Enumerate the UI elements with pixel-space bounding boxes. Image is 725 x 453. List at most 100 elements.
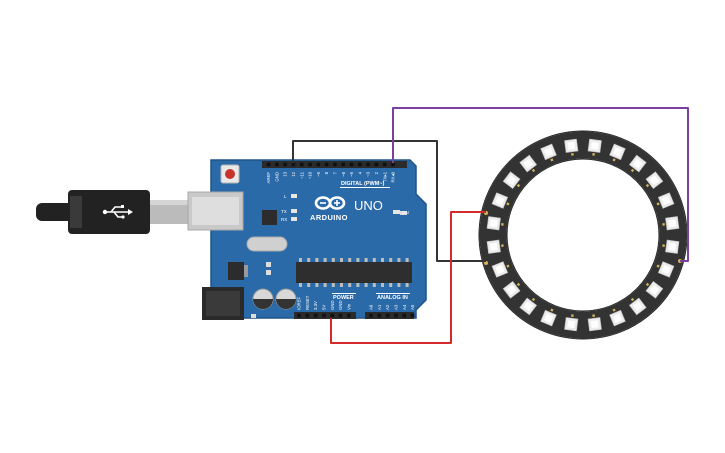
- digital-pin-label: AREF: [266, 172, 271, 184]
- neopixel-led-lens: [649, 175, 660, 186]
- neopixel-led[interactable]: [564, 138, 579, 156]
- ring-pcb: [479, 131, 687, 339]
- digital-pin-label: ~10: [308, 171, 313, 179]
- wire-data[interactable]: [392, 107, 689, 262]
- neopixel-pad: [592, 314, 595, 317]
- neopixel-led[interactable]: [627, 154, 647, 175]
- analog-pin-hole[interactable]: [369, 313, 373, 318]
- neopixel-led-lens: [523, 158, 534, 169]
- neopixel-led[interactable]: [540, 143, 558, 163]
- neopixel-led[interactable]: [587, 138, 602, 156]
- reset-button-cap[interactable]: [225, 169, 235, 179]
- digital-pin-hole[interactable]: [349, 162, 354, 167]
- usb-cable[interactable]: [36, 190, 188, 234]
- digital-pin-hole[interactable]: [382, 162, 387, 167]
- neopixel-led-lens: [632, 158, 643, 169]
- digital-pin-hole[interactable]: [283, 162, 287, 167]
- digital-pin-hole[interactable]: [316, 162, 321, 167]
- neopixel-led[interactable]: [564, 314, 579, 332]
- neopixel-pad: [662, 244, 665, 247]
- analog-pin-label: A2: [385, 304, 390, 310]
- neopixel-led[interactable]: [491, 192, 511, 210]
- neopixel-led[interactable]: [627, 295, 647, 316]
- power-pin-hole[interactable]: [330, 313, 334, 318]
- neopixel-led[interactable]: [502, 171, 523, 191]
- power-pin-hole[interactable]: [322, 313, 326, 318]
- neopixel-led[interactable]: [486, 239, 504, 254]
- analog-pin-hole[interactable]: [402, 313, 406, 318]
- neopixel-led[interactable]: [608, 143, 626, 163]
- digital-pin-hole[interactable]: [366, 162, 370, 167]
- mcu-pin: [372, 258, 376, 262]
- mcu-pin: [299, 283, 302, 287]
- neopixel-led-lens: [649, 284, 660, 295]
- neopixel-led[interactable]: [655, 260, 675, 278]
- digital-pin-hole[interactable]: [391, 162, 395, 167]
- power-pin-label: 5V: [322, 305, 327, 310]
- neopixel-led[interactable]: [540, 307, 558, 327]
- neopixel-pad: [645, 282, 650, 287]
- neopixel-led-lens: [668, 219, 677, 228]
- neopixel-led[interactable]: [643, 171, 664, 191]
- neopixel-led[interactable]: [519, 154, 539, 175]
- power-pin-hole[interactable]: [347, 313, 351, 318]
- neopixel-led-lens: [506, 284, 517, 295]
- neopixel-led[interactable]: [486, 216, 504, 231]
- neopixel-led[interactable]: [608, 307, 626, 327]
- neopixel-led[interactable]: [519, 295, 539, 316]
- mcu-pin: [405, 283, 409, 287]
- wire-power-5v[interactable]: [330, 211, 486, 344]
- digital-pin-hole[interactable]: [374, 162, 379, 167]
- neopixel-pad: [571, 153, 574, 156]
- power-pin-hole[interactable]: [305, 313, 310, 318]
- digital-pin-hole[interactable]: [275, 162, 279, 167]
- digital-pin-hole[interactable]: [333, 162, 337, 167]
- pad: [400, 211, 407, 215]
- wire-gnd[interactable]: [292, 140, 486, 262]
- led-l-label: L: [284, 194, 287, 199]
- neopixel-pad: [501, 223, 504, 226]
- mcu-pin: [364, 258, 368, 262]
- pad: [251, 314, 256, 318]
- digital-pin-label: RX◂0: [391, 171, 396, 182]
- digital-pin-hole[interactable]: [266, 162, 271, 167]
- mcu-pin: [307, 283, 311, 287]
- analog-header-holes: [369, 313, 415, 318]
- neopixel-led[interactable]: [587, 314, 602, 332]
- digital-pin-hole[interactable]: [299, 162, 304, 167]
- mcu-pin: [356, 258, 360, 262]
- neopixel-led[interactable]: [655, 192, 675, 210]
- neopixel-led[interactable]: [662, 239, 680, 254]
- capacitor-1: [252, 288, 274, 310]
- neopixel-led[interactable]: [643, 279, 664, 299]
- usb-chip: [262, 210, 277, 225]
- power-pin-hole[interactable]: [313, 313, 318, 318]
- neopixel-led-lens: [543, 147, 554, 157]
- digital-pin-hole[interactable]: [308, 162, 312, 167]
- neopixel-ring[interactable]: [478, 130, 688, 340]
- analog-pin-hole[interactable]: [377, 313, 382, 318]
- digital-pin-hole[interactable]: [324, 162, 329, 167]
- mcu-pin: [323, 283, 327, 287]
- neopixel-led[interactable]: [662, 216, 680, 231]
- analog-pin-label: A0: [369, 304, 374, 310]
- digital-pin-hole[interactable]: [291, 162, 296, 167]
- neopixel-led[interactable]: [502, 279, 523, 299]
- analog-pin-hole[interactable]: [385, 313, 390, 318]
- digital-pin-hole[interactable]: [341, 162, 345, 167]
- power-pin-hole[interactable]: [338, 313, 343, 318]
- digital-pin-hole[interactable]: [358, 162, 362, 167]
- analog-pin-hole[interactable]: [394, 313, 398, 318]
- analog-header[interactable]: [365, 312, 414, 319]
- neopixel-pad: [630, 168, 635, 173]
- mcu-pin: [356, 283, 360, 287]
- analog-pin-hole[interactable]: [410, 313, 415, 318]
- neopixel-led[interactable]: [491, 260, 511, 278]
- mcu-pin: [389, 283, 393, 287]
- analog-header-overline: [376, 293, 410, 294]
- power-pin-hole[interactable]: [297, 313, 301, 318]
